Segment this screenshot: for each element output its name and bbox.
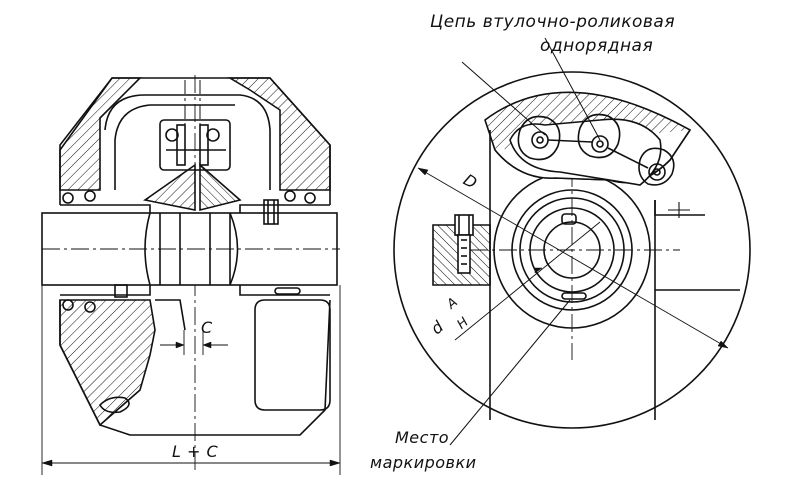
marking-label-line1: Место bbox=[395, 428, 450, 447]
housing-wall-hatch-left bbox=[59, 77, 142, 191]
dimension-l-plus-c-label: L + C bbox=[172, 442, 219, 461]
section-view bbox=[41, 75, 341, 475]
marking-label-line2: маркировки bbox=[370, 453, 477, 472]
dimension-c-label: C bbox=[201, 318, 213, 337]
chain-label-line1: Цепь втулочно-роликовая bbox=[430, 12, 676, 32]
front-view bbox=[393, 37, 751, 446]
seal-ring bbox=[62, 192, 74, 204]
sprocket-hub-left bbox=[143, 163, 196, 211]
chain-rollers bbox=[517, 113, 675, 186]
screw-plug bbox=[263, 199, 279, 225]
chain-label-line2: однорядная bbox=[540, 36, 654, 56]
housing-wall-hatch-right bbox=[227, 77, 331, 191]
sprocket-hub-right bbox=[199, 163, 242, 212]
outer-circle bbox=[393, 71, 751, 429]
housing-lower-hatch bbox=[59, 299, 156, 427]
